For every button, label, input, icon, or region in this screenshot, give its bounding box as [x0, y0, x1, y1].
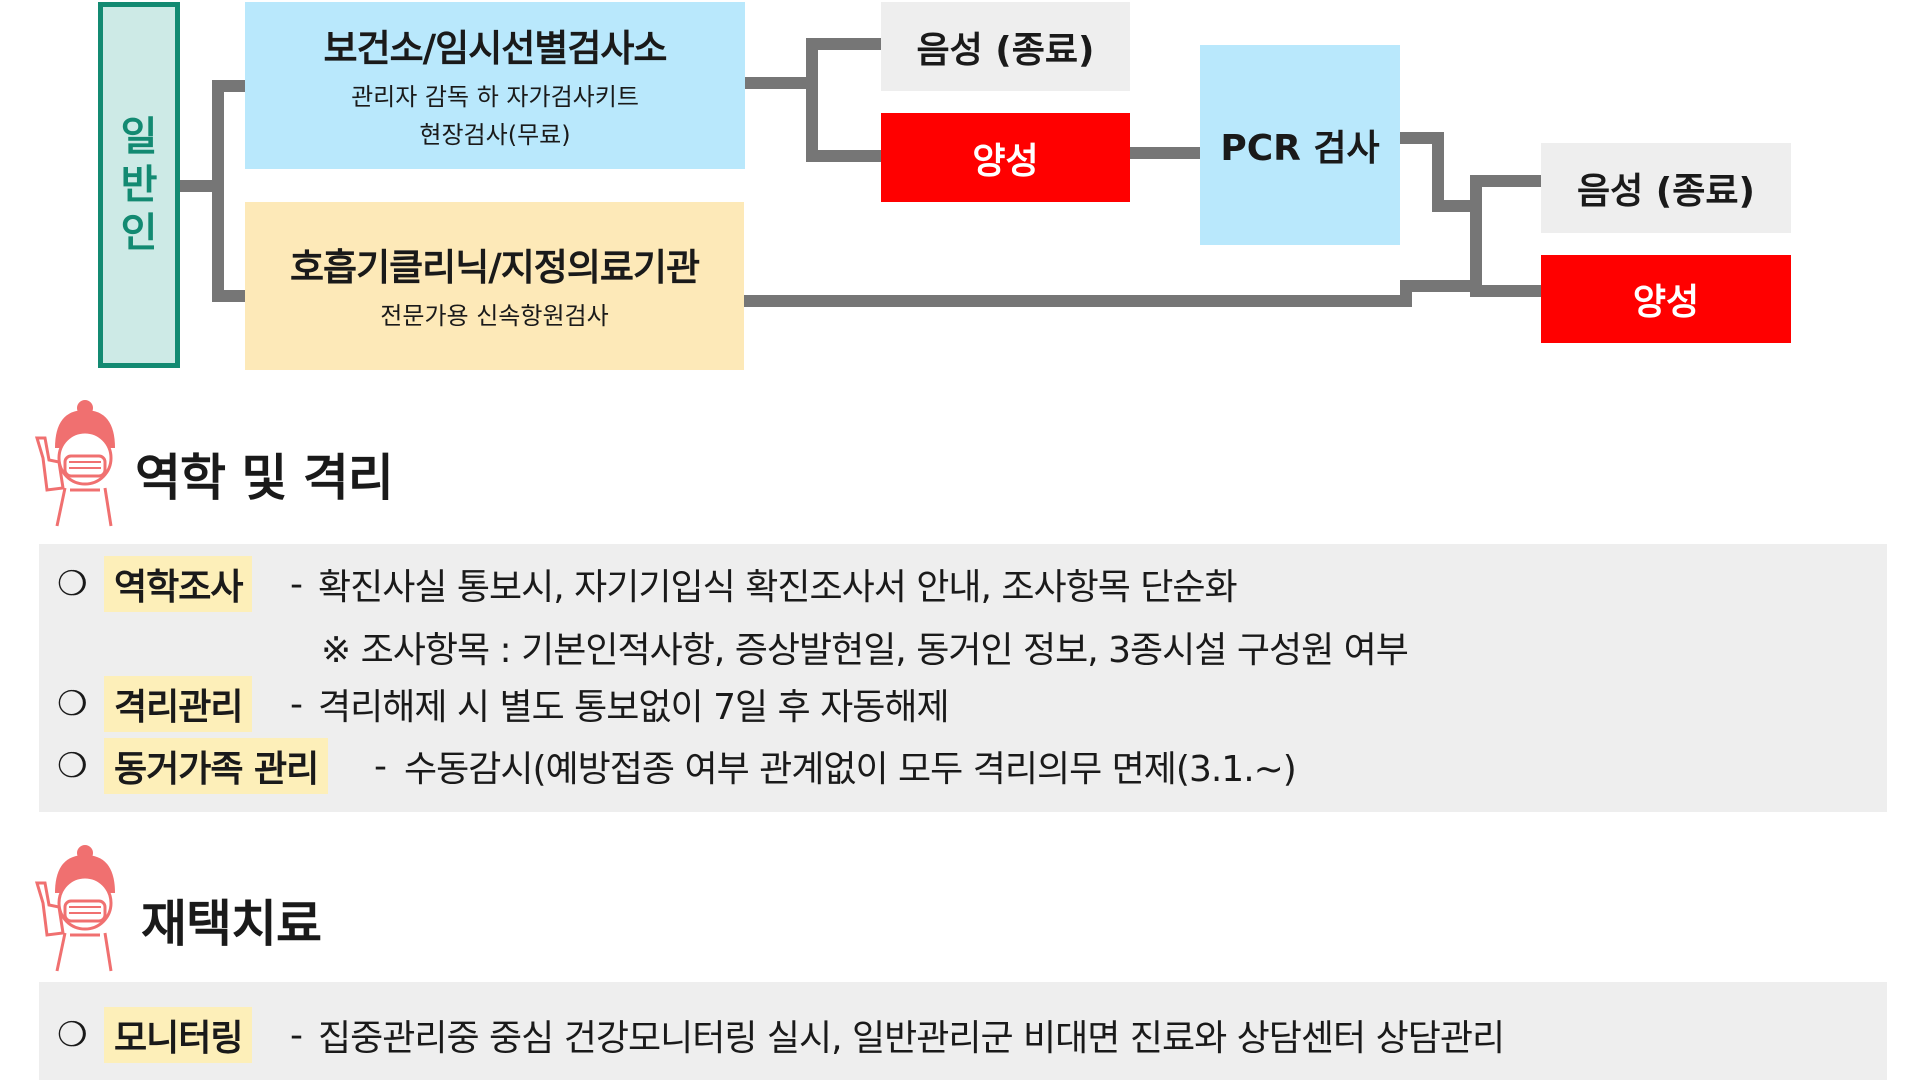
list-item: ❍ 역학조사 - 확진사실 통보시, 자기기입식 확진조사서 안내, 조사항목 … — [39, 556, 1887, 612]
connector — [212, 80, 224, 302]
list-item: ❍ 모니터링 - 집중관리중 중심 건강모니터링 실시, 일반관리군 비대면 진… — [39, 1007, 1887, 1063]
note-text: ※ 조사항목 : 기본인적사항, 증상발현일, 동거인 정보, 3종시설 구성원… — [321, 630, 1409, 671]
positive-label: 양성 — [1632, 282, 1700, 323]
connector — [1400, 280, 1480, 292]
bullet-icon: ❍ — [57, 1015, 88, 1055]
connector — [180, 180, 218, 192]
dash: - — [290, 683, 303, 725]
general-public-box: 일 반 인 — [98, 2, 180, 368]
mascot-icon — [34, 400, 115, 527]
connector — [212, 80, 246, 92]
bullet-icon: ❍ — [57, 684, 88, 724]
dash: - — [290, 563, 303, 605]
list-note: ※ 조사항목 : 기본인적사항, 증상발현일, 동거인 정보, 3종시설 구성원… — [39, 619, 1887, 675]
clinic-box: 호흡기클리닉/지정의료기관 전문가용 신속항원검사 — [245, 202, 744, 370]
health-center-line: 관리자 감독 하 자가검사키트 — [351, 82, 639, 111]
connector — [1432, 132, 1444, 212]
connector — [212, 290, 246, 302]
connector — [1400, 132, 1440, 144]
item-text: 확진사실 통보시, 자기기입식 확진조사서 안내, 조사항목 단순화 — [318, 567, 1238, 608]
connector — [806, 150, 881, 162]
dash: - — [290, 1014, 303, 1056]
clinic-line: 전문가용 신속항원검사 — [380, 302, 609, 330]
item-text: 격리해제 시 별도 통보없이 7일 후 자동해제 — [318, 687, 950, 728]
dash: - — [374, 745, 387, 787]
bullet-icon: ❍ — [57, 564, 88, 604]
positive-label: 양성 — [972, 140, 1039, 182]
item-text: 집중관리중 중심 건강모니터링 실시, 일반관리군 비대면 진료와 상담센터 상… — [318, 1018, 1505, 1059]
health-center-line: 현장검사(무료) — [419, 120, 571, 149]
negative-label: 음성 (종료) — [916, 29, 1095, 71]
connector — [806, 38, 881, 50]
item-text: 수동감시(예방접종 여부 관계없이 모두 격리의무 면제(3.1.~) — [404, 749, 1297, 790]
negative-label: 음성 (종료) — [1577, 171, 1755, 212]
connector — [744, 295, 1412, 307]
pcr-label: PCR 검사 — [1220, 128, 1380, 169]
section-title: 재택치료 — [141, 895, 322, 953]
pcr-box: PCR 검사 — [1200, 45, 1400, 245]
item-tag: 격리관리 — [104, 676, 253, 732]
connector — [1130, 147, 1200, 159]
connector — [1470, 175, 1482, 297]
connector — [1470, 175, 1541, 187]
section-title: 역학 및 격리 — [135, 449, 394, 507]
epidemiology-panel: ❍ 역학조사 - 확진사실 통보시, 자기기입식 확진조사서 안내, 조사항목 … — [39, 544, 1887, 812]
connector — [1432, 200, 1482, 212]
connector — [1470, 285, 1541, 297]
general-char: 인 — [120, 210, 158, 256]
connector — [806, 38, 818, 162]
bullet-icon: ❍ — [57, 746, 88, 786]
general-char: 반 — [120, 162, 158, 208]
list-item: ❍ 동거가족 관리 - 수동감시(예방접종 여부 관계없이 모두 격리의무 면제… — [39, 738, 1887, 794]
general-char: 일 — [120, 114, 158, 160]
clinic-title: 호흡기클리닉/지정의료기관 — [290, 246, 700, 289]
item-tag: 역학조사 — [104, 556, 253, 612]
home-treatment-panel: ❍ 모니터링 - 집중관리중 중심 건강모니터링 실시, 일반관리군 비대면 진… — [39, 982, 1887, 1080]
negative-result-box: 음성 (종료) — [881, 2, 1130, 91]
mascot-icon — [34, 845, 115, 972]
positive-result-box: 양성 — [881, 113, 1130, 202]
item-tag: 모니터링 — [104, 1007, 253, 1063]
item-tag: 동거가족 관리 — [104, 738, 329, 794]
connector — [745, 77, 812, 89]
positive-result-box: 양성 — [1541, 255, 1791, 343]
list-item: ❍ 격리관리 - 격리해제 시 별도 통보없이 7일 후 자동해제 — [39, 676, 1887, 732]
negative-result-box: 음성 (종료) — [1541, 143, 1791, 233]
health-center-title: 보건소/임시선별검사소 — [323, 26, 668, 70]
health-center-box: 보건소/임시선별검사소 관리자 감독 하 자가검사키트 현장검사(무료) — [245, 2, 745, 169]
